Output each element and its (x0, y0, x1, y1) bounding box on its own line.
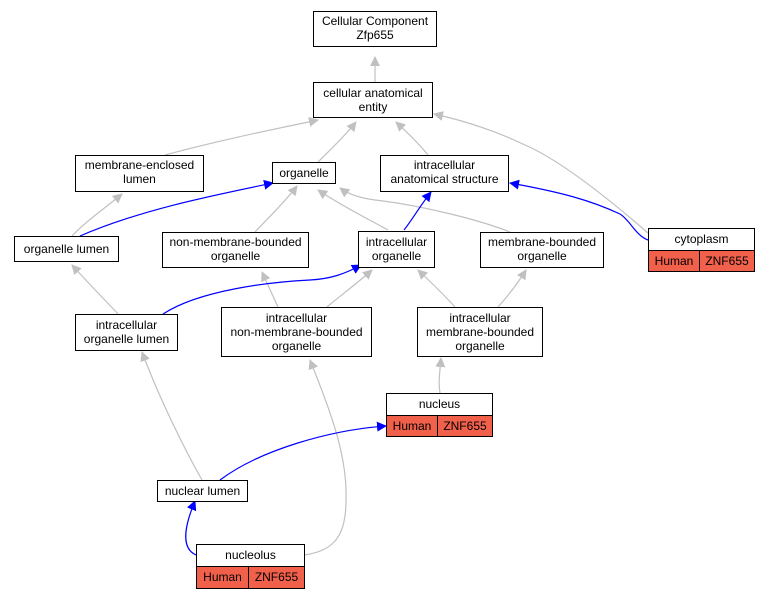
node-title: nucleolus (225, 548, 276, 562)
gene-tag (248, 566, 305, 589)
node-intracellular-membrane-bounded-organelle[interactable]: intracellular membrane-bounded organelle (417, 307, 543, 357)
edge-inmbo-to-io (326, 269, 373, 308)
edge-imbo-to-mbo (497, 269, 527, 308)
node-label: intracellular (414, 158, 475, 172)
edge-nl-to-nucleus-blue (219, 421, 387, 481)
edge-nmbo-to-organelle (254, 185, 298, 233)
node-label: organelle (211, 249, 261, 263)
node-label: non-membrane-bounded (230, 325, 362, 339)
gene-label: ZNF655 (705, 254, 749, 268)
node-intracellular-non-membrane-bounded-organelle[interactable]: intracellular non-membrane-bounded organ… (221, 307, 372, 357)
node-label: membrane-bounded (426, 325, 534, 339)
node-title: cytoplasm (674, 232, 728, 246)
node-label: organelle lumen (24, 242, 109, 256)
edge-ol-to-organelle-blue (79, 179, 274, 237)
node-label: intracellular (449, 311, 510, 325)
edge-ias-to-cae (395, 121, 429, 156)
species-label: Human (393, 419, 432, 433)
node-root[interactable]: Cellular Component Zfp655 (313, 11, 437, 47)
edge-mbo-to-organelle (339, 187, 511, 233)
node-nucleus[interactable]: nucleus Human ZNF655 (386, 393, 493, 437)
node-label: organelle (372, 249, 422, 263)
gene-label: ZNF655 (443, 419, 487, 433)
node-organelle-lumen[interactable]: organelle lumen (14, 236, 119, 262)
edge-nucleolus-to-inmbo (303, 359, 347, 556)
node-label: organelle (455, 339, 505, 353)
node-label: intracellular (96, 318, 157, 332)
node-intracellular-organelle-lumen[interactable]: intracellular organelle lumen (75, 314, 178, 351)
edge-imbo-to-io (417, 269, 456, 308)
node-label: non-membrane-bounded (169, 235, 301, 249)
node-intracellular-organelle[interactable]: intracellular organelle (358, 231, 435, 268)
node-label: organelle (279, 166, 329, 180)
node-label: nuclear lumen (165, 484, 240, 498)
gene-tag (699, 250, 755, 272)
node-cellular-anatomical-entity[interactable]: cellular anatomical entity (313, 82, 433, 118)
node-label: organelle lumen (84, 332, 169, 346)
edge-iol-to-ol (71, 264, 119, 315)
node-label: Cellular Component (322, 14, 429, 28)
edge-cytoplasm-to-cae (433, 111, 649, 234)
edge-io-to-organelle (317, 189, 389, 231)
gene-label: ZNF655 (255, 570, 299, 584)
edge-iol-to-io-blue (162, 264, 362, 315)
node-label: membrane-enclosed (85, 158, 194, 172)
edge-inmbo-to-nmbo (261, 271, 279, 308)
species-label: Human (655, 254, 694, 268)
edge-nucleolus-to-nl-blue (185, 500, 197, 556)
node-label: intracellular (266, 311, 327, 325)
node-cytoplasm[interactable]: cytoplasm Human ZNF655 (648, 228, 755, 272)
node-label: organelle (517, 249, 567, 263)
node-label: anatomical structure (390, 172, 498, 186)
species-label: Human (203, 570, 242, 584)
node-label: Zfp655 (356, 28, 394, 42)
edges-blue (79, 179, 649, 556)
node-nucleolus[interactable]: nucleolus Human ZNF655 (196, 544, 305, 589)
node-title: nucleus (419, 397, 460, 411)
node-label: intracellular (366, 235, 427, 249)
node-intracellular-anatomical-structure[interactable]: intracellular anatomical structure (380, 155, 509, 192)
node-organelle[interactable]: organelle (272, 162, 336, 184)
edge-ol-to-mel (71, 193, 123, 237)
node-membrane-bounded-organelle[interactable]: membrane-bounded organelle (480, 232, 604, 268)
edge-nl-to-iol (140, 351, 203, 481)
node-label: lumen (123, 172, 156, 186)
node-label: cellular anatomical (323, 86, 422, 100)
edges-gray (71, 56, 649, 556)
node-nuclear-lumen[interactable]: nuclear lumen (157, 480, 248, 502)
edge-cytoplasm-to-ias-blue (509, 179, 649, 241)
node-membrane-enclosed-lumen[interactable]: membrane-enclosed lumen (75, 155, 204, 192)
edge-io-to-ias-blue (403, 191, 432, 231)
gene-tag (437, 415, 493, 437)
node-label: organelle (272, 339, 322, 353)
edge-nucleus-to-imbo (435, 357, 446, 394)
node-label: entity (359, 100, 388, 114)
node-non-membrane-bounded-organelle[interactable]: non-membrane-bounded organelle (162, 232, 309, 268)
edge-organelle-to-cae (317, 121, 357, 163)
node-label: membrane-bounded (488, 235, 596, 249)
edge-mel-to-cae (164, 116, 319, 156)
